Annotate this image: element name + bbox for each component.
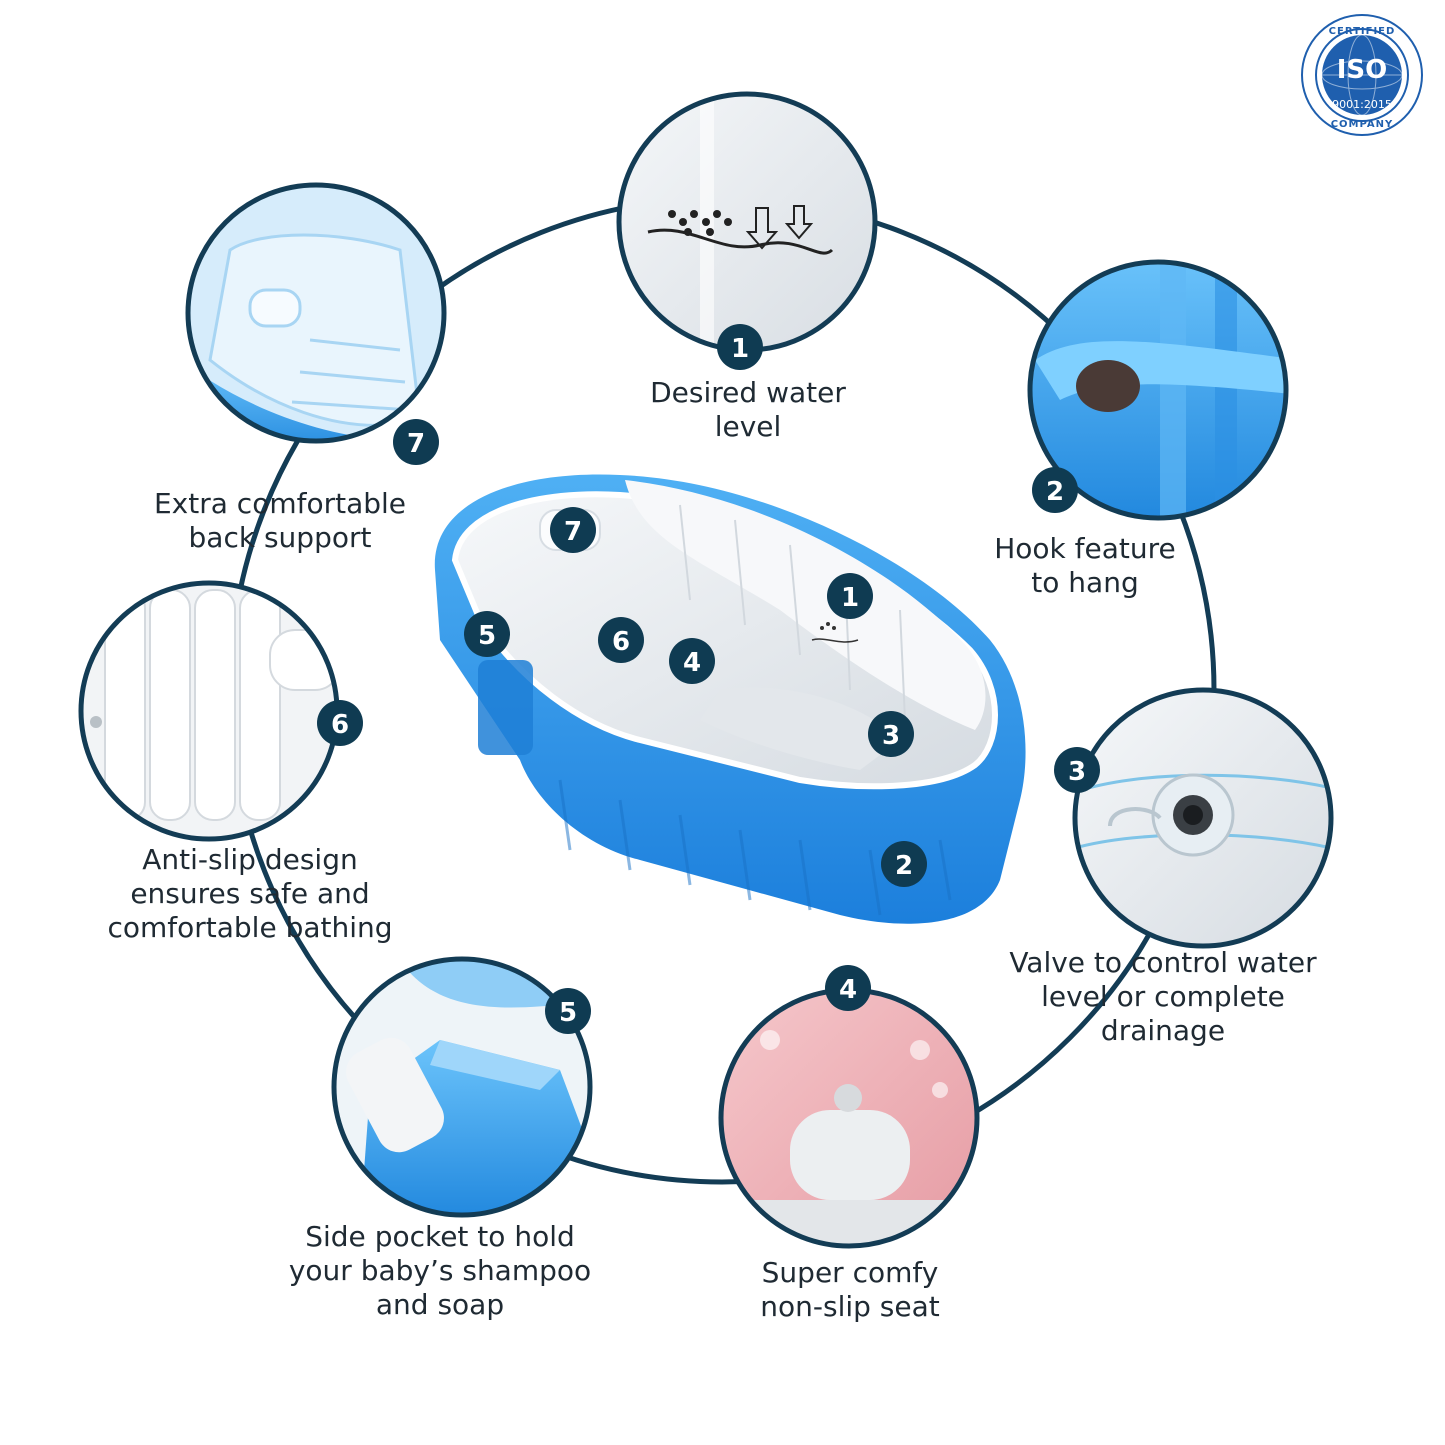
caption-line: Valve to control water <box>1009 946 1317 979</box>
tub-marker-2: 2 <box>881 841 927 887</box>
iso-badge <box>1301 14 1423 136</box>
feature-caption-5: Side pocket to hold your baby’s shampoo … <box>255 1220 625 1322</box>
feature-badge-1: 1 <box>717 324 763 370</box>
iso-badge-main-text: ISO <box>1336 55 1388 85</box>
tub-illustration <box>434 474 1026 924</box>
detail-circle-pocket <box>334 959 590 1215</box>
iso-badge-bottom-text: COMPANY <box>1330 119 1394 130</box>
feature-caption-1: Desired water level <box>598 376 898 444</box>
caption-line: to hang <box>1031 566 1139 599</box>
feature-badge-7: 7 <box>393 419 439 465</box>
svg-text:2: 2 <box>1046 477 1064 507</box>
detail-circle-valve <box>1075 690 1331 946</box>
caption-line: Hook feature <box>994 532 1176 565</box>
feature-badge-2: 2 <box>1032 467 1078 513</box>
caption-line: ensures safe and <box>130 877 370 910</box>
feature-caption-2: Hook feature to hang <box>935 532 1235 600</box>
svg-text:5: 5 <box>559 998 577 1028</box>
tub-marker-3: 3 <box>868 711 914 757</box>
caption-line: non-slip seat <box>760 1290 940 1323</box>
feature-badge-5: 5 <box>545 988 591 1034</box>
tub-marker-5: 5 <box>464 611 510 657</box>
caption-line: Extra comfortable <box>153 487 407 520</box>
tub-marker-6: 6 <box>598 617 644 663</box>
caption-line: Anti-slip design <box>142 843 358 876</box>
detail-circle-back-support <box>188 185 444 441</box>
caption-line: Super comfy <box>761 1256 939 1289</box>
svg-text:3: 3 <box>1068 757 1086 787</box>
svg-text:1: 1 <box>841 583 859 613</box>
svg-text:3: 3 <box>882 721 900 751</box>
caption-line: and soap <box>375 1288 505 1321</box>
feature-caption-6: Anti-slip design ensures safe and comfor… <box>70 843 430 945</box>
iso-badge-top-text: CERTIFIED <box>1328 26 1396 37</box>
feature-caption-7: Extra comfortable back support <box>130 487 430 555</box>
svg-text:1: 1 <box>731 334 749 364</box>
feature-badge-4: 4 <box>825 965 871 1011</box>
feature-caption-4: Super comfy non-slip seat <box>700 1256 1000 1324</box>
svg-text:4: 4 <box>839 975 857 1005</box>
svg-text:6: 6 <box>331 710 349 740</box>
svg-text:6: 6 <box>612 627 630 657</box>
feature-badge-6: 6 <box>317 700 363 746</box>
iso-badge-standard: 9001:2015 <box>1332 98 1392 111</box>
feature-badge-3: 3 <box>1054 747 1100 793</box>
svg-text:2: 2 <box>895 851 913 881</box>
caption-line: back support <box>188 521 372 554</box>
caption-line: level or complete <box>1041 980 1285 1013</box>
caption-line: level <box>714 410 782 443</box>
tub-marker-1: 1 <box>827 573 873 619</box>
tub-marker-7: 7 <box>550 507 596 553</box>
tub-marker-4: 4 <box>669 638 715 684</box>
feature-caption-3: Valve to control water level or complete… <box>958 946 1368 1048</box>
caption-line: drainage <box>1100 1014 1226 1047</box>
svg-text:5: 5 <box>478 621 496 651</box>
svg-text:4: 4 <box>683 648 701 678</box>
caption-line: Desired water <box>650 376 846 409</box>
detail-circle-water-level <box>619 94 875 350</box>
caption-line: Side pocket to hold <box>305 1220 575 1253</box>
svg-text:7: 7 <box>407 429 425 459</box>
svg-text:7: 7 <box>564 517 582 547</box>
caption-line: your baby’s shampoo <box>288 1254 592 1287</box>
caption-line: comfortable bathing <box>107 911 393 944</box>
